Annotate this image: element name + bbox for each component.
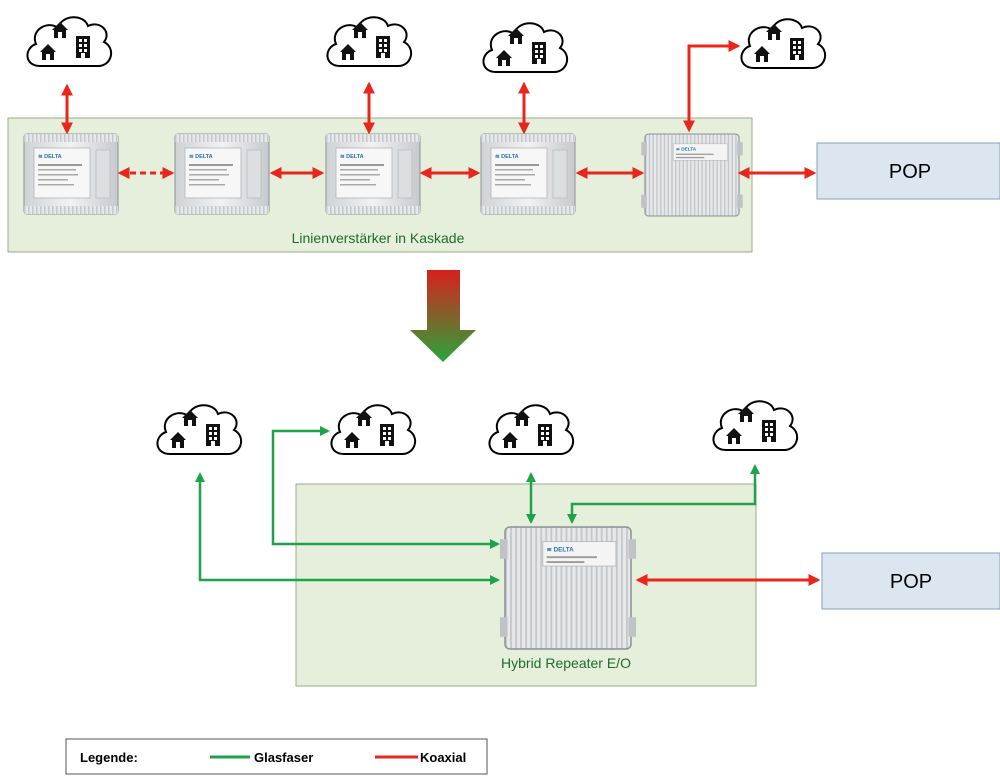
cloud-icon bbox=[488, 404, 575, 455]
cloud-icon bbox=[156, 404, 243, 455]
legend-fiber-label: Glasfaser bbox=[254, 750, 313, 765]
legend-box bbox=[65, 738, 488, 775]
cloud-icon bbox=[26, 16, 113, 67]
fiber-link bbox=[271, 426, 500, 549]
line-amplifier-2 bbox=[174, 133, 270, 215]
line-amplifier-3 bbox=[325, 133, 421, 215]
pop-label-bottom: POP bbox=[890, 571, 932, 593]
hybrid-repeater-device bbox=[499, 526, 637, 650]
pop-box-bottom bbox=[821, 552, 1000, 610]
transition-arrow bbox=[410, 270, 476, 362]
cloud-icon bbox=[326, 16, 413, 67]
cloud-icon bbox=[712, 400, 799, 451]
line-amplifier-1 bbox=[23, 133, 119, 215]
cloud-icon bbox=[740, 18, 827, 69]
cloud-icon bbox=[330, 404, 417, 455]
line-amplifier-4 bbox=[480, 133, 576, 215]
pop-box-top bbox=[816, 142, 1000, 200]
cascade-caption: Linienverstärker in Kaskade bbox=[292, 230, 465, 246]
cloud-icon bbox=[482, 22, 569, 73]
legend-coax-label: Koaxial bbox=[420, 750, 466, 765]
coax-link-cloud bbox=[683, 40, 741, 133]
line-amplifier-5 bbox=[640, 133, 744, 217]
fiber-link bbox=[195, 472, 500, 585]
pop-label-top: POP bbox=[889, 161, 931, 183]
repeater-caption: Hybrid Repeater E/O bbox=[501, 655, 631, 671]
legend-title: Legende: bbox=[80, 750, 138, 765]
fiber-link bbox=[567, 464, 760, 524]
